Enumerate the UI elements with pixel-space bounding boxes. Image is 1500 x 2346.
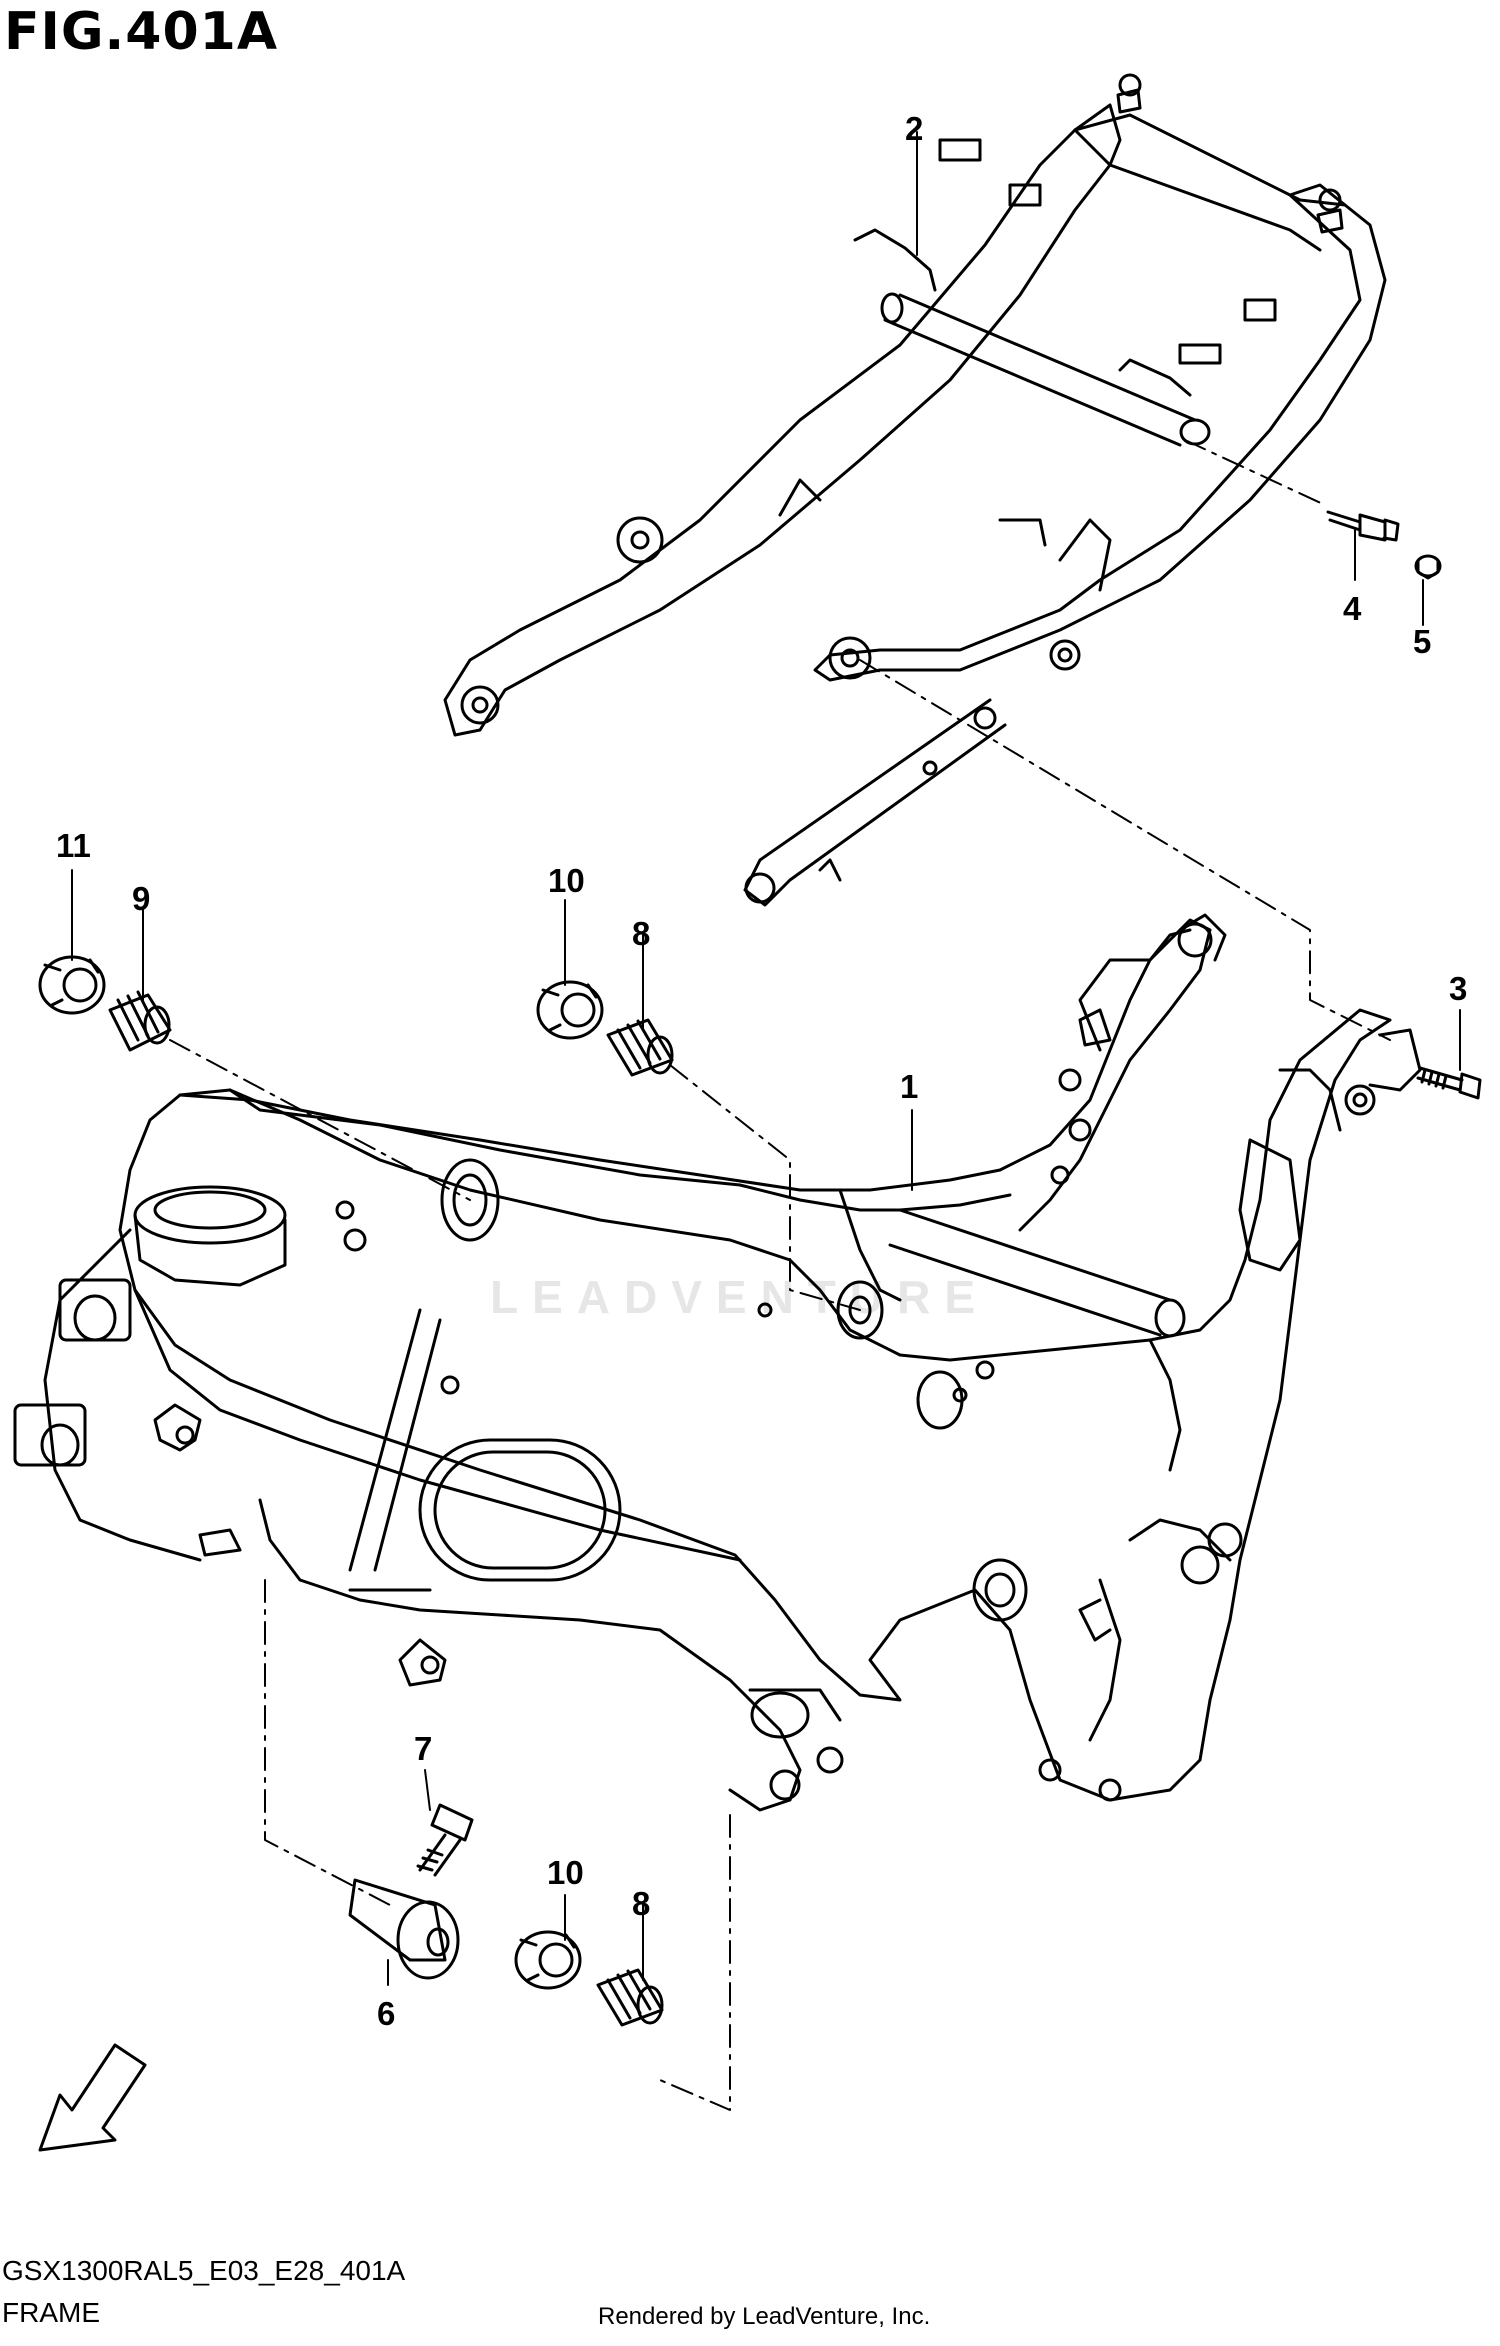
callout-10-upper: 10 [548, 862, 585, 899]
cap-5 [1414, 554, 1442, 580]
callout-5: 5 [1413, 623, 1431, 660]
bolt-3 [1416, 1066, 1482, 1100]
bolt-7 [416, 1803, 474, 1877]
callout-4: 4 [1343, 590, 1362, 627]
bolt-4 [1326, 510, 1400, 542]
spring-9 [108, 990, 172, 1052]
figure-title: FIG.401A [4, 2, 279, 62]
render-credit: Rendered by LeadVenture, Inc. [598, 2303, 931, 2330]
fwd-arrow [38, 2043, 147, 2152]
callout-10-lower: 10 [547, 1854, 584, 1891]
fwd-label: FWD [72, 2072, 125, 2132]
callout-7: 7 [414, 1730, 432, 1767]
seat-rail [443, 73, 1387, 907]
nut-10-lower [514, 1930, 582, 1990]
callout-6: 6 [377, 1995, 395, 2032]
callout-2: 2 [905, 110, 923, 147]
model-code: GSX1300RAL5_E03_E28_401A [2, 2255, 406, 2286]
spring-8-upper [606, 1018, 674, 1077]
callout-9: 9 [132, 880, 150, 917]
callout-11: 11 [56, 827, 91, 864]
callout-8-lower: 8 [632, 1885, 650, 1922]
section-name: FRAME [2, 2297, 100, 2328]
callout-3: 3 [1449, 970, 1467, 1007]
nut-11 [38, 955, 106, 1015]
leader-lines [71, 131, 1461, 1986]
collar-6 [348, 1878, 460, 1980]
spring-8-lower [596, 1968, 664, 2027]
callout-1: 1 [900, 1068, 918, 1105]
callout-8-upper: 8 [632, 915, 650, 952]
main-frame [13, 913, 1422, 1812]
nut-10-upper [536, 980, 604, 1040]
dashed-alignment-lines [169, 439, 1391, 2111]
